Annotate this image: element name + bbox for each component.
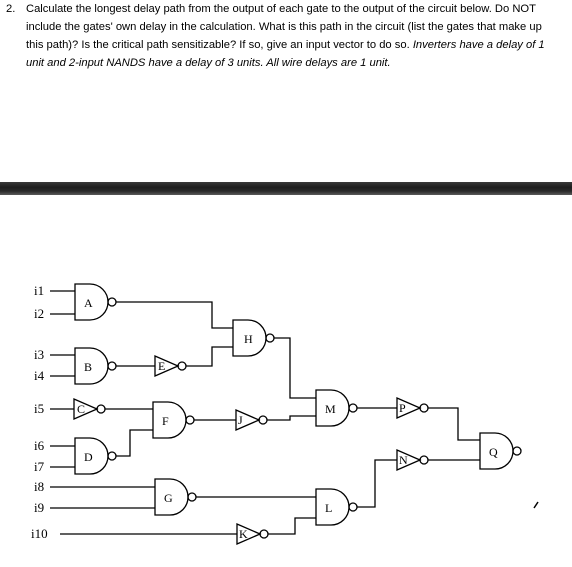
input-label-i8: i8 (34, 479, 44, 494)
gate-label-h: H (244, 332, 253, 346)
question-text: Calculate the longest delay path from th… (26, 3, 542, 51)
nand-gate-g: G (50, 478, 197, 516)
gate-label-p: P (399, 401, 406, 415)
gate-label-m: M (325, 402, 336, 416)
circuit-diagram: i1 i2 i3 i4 i5 i6 i7 i8 i9 i10 A B C (31, 283, 539, 545)
inverter-gate-j: J (194, 409, 268, 431)
nand-gate-h: H (116, 301, 275, 367)
input-label-i10: i10 (31, 526, 48, 541)
inverter-gate-k: K (60, 523, 269, 545)
stray-mark (533, 501, 539, 509)
input-label-i3: i3 (34, 347, 44, 362)
gate-label-k: K (239, 527, 248, 541)
nand-gate-q: Q (428, 407, 522, 470)
gate-label-g: G (164, 491, 173, 505)
gate-label-c: C (77, 402, 85, 416)
input-label-i7: i7 (34, 459, 45, 474)
gate-label-d: D (84, 450, 93, 464)
gate-label-n: N (399, 453, 408, 467)
input-label-i5: i5 (34, 401, 44, 416)
gate-label-b: B (84, 360, 92, 374)
question-emphasis: Inverters have a delay of 1 unit and 2-i… (26, 39, 545, 69)
inverter-gate-p: P (357, 397, 429, 419)
gate-label-f: F (162, 414, 169, 428)
gate-label-l: L (325, 501, 332, 515)
divider-bar (0, 182, 572, 195)
question-block: 2. Calculate the longest delay path from… (6, 0, 561, 72)
inverter-gate-e: E (116, 355, 187, 377)
inverter-gate-c: C (50, 398, 106, 420)
input-label-i2: i2 (34, 306, 44, 321)
input-label-i6: i6 (34, 438, 45, 453)
gate-label-a: A (84, 296, 93, 310)
input-label-i1: i1 (34, 283, 44, 298)
gate-label-j: J (238, 413, 243, 427)
nand-gate-l: L (196, 488, 358, 535)
gate-label-q: Q (489, 445, 498, 459)
nand-gate-a: A (50, 283, 117, 321)
input-label-i4: i4 (34, 368, 45, 383)
input-label-i9: i9 (34, 500, 44, 515)
question-number: 2. (6, 3, 16, 15)
nand-gate-b: B (50, 347, 117, 385)
inverter-gate-n: N (357, 449, 429, 508)
nand-gate-d: D (50, 437, 117, 475)
nand-gate-m: M (267, 337, 358, 427)
nand-gate-f: F (105, 401, 195, 457)
gate-label-e: E (158, 359, 165, 373)
